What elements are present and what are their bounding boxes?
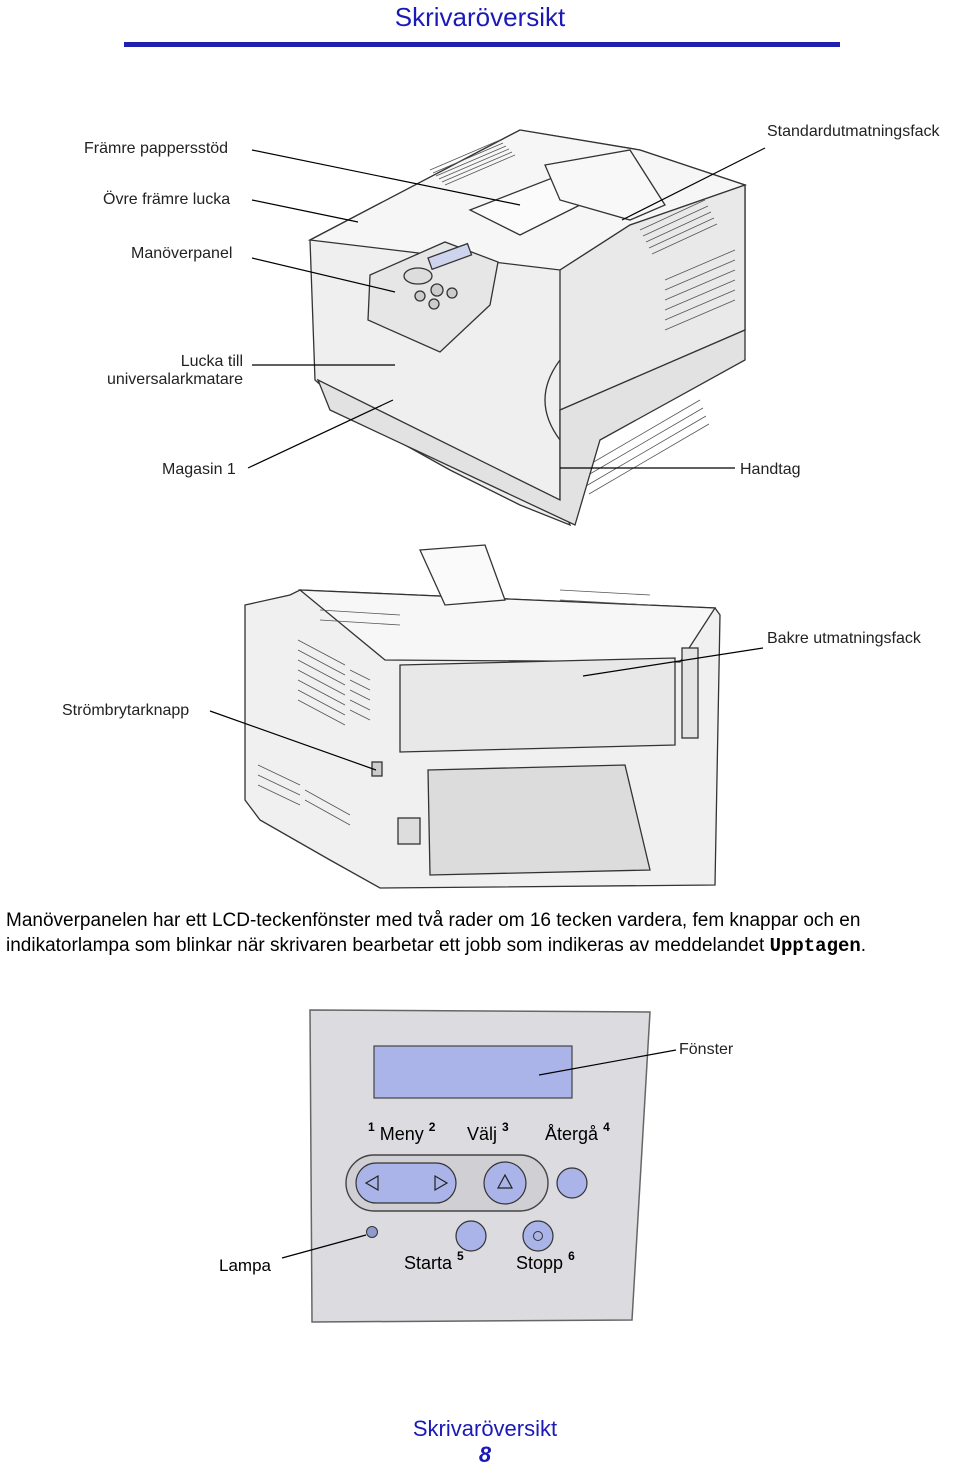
footer-title: Skrivaröversikt — [412, 1416, 558, 1441]
indicator-light — [366, 1226, 378, 1238]
stop-text: Stopp — [516, 1253, 564, 1273]
menu-text: Meny — [379, 1124, 424, 1144]
front-printer-illustration — [307, 129, 748, 527]
label-light: Lampa — [219, 1256, 271, 1275]
label-return-button: Återgå 4 — [545, 1120, 610, 1145]
label-upper-door: Övre främre lucka — [103, 191, 231, 208]
label-handle: Handtag — [740, 461, 801, 478]
label-mpf-door: Lucka till universalarkmatare — [80, 353, 243, 389]
callout-3: 3 — [502, 1120, 509, 1134]
select-triangle-icon — [496, 1173, 514, 1189]
callout-4: 4 — [603, 1120, 610, 1134]
label-paper-support: Främre pappersstöd — [84, 140, 229, 157]
title-rule — [124, 42, 840, 47]
busy-message-code: Upptagen — [769, 935, 861, 957]
menu-right-arrow-icon — [434, 1174, 449, 1192]
return-text: Återgå — [545, 1124, 599, 1144]
control-panel-illustration — [281, 1009, 677, 1323]
menu-left-arrow-icon — [364, 1174, 379, 1192]
page-title: Skrivaröversikt — [394, 2, 566, 32]
callout-1: 1 — [368, 1120, 375, 1134]
callout-2: 2 — [428, 1120, 436, 1134]
label-standard-output: Standardutmatningsfack — [767, 123, 940, 140]
label-mpf-door-line2: universalarkmatare — [106, 371, 243, 388]
lcd-display — [373, 1045, 573, 1099]
return-button — [556, 1167, 588, 1199]
callout-6: 6 — [568, 1249, 575, 1263]
stop-circle-icon — [533, 1231, 543, 1241]
label-tray1: Magasin 1 — [162, 461, 236, 478]
stop-button — [522, 1220, 554, 1252]
description-end: . — [860, 935, 867, 956]
select-button — [483, 1161, 527, 1205]
label-stop-button: Stopp 6 — [516, 1249, 575, 1274]
description-text: Manöverpanelen har ett LCD-teckenfönster… — [6, 910, 861, 956]
label-power-switch: Strömbrytarknapp — [62, 702, 190, 719]
menu-button — [355, 1162, 457, 1204]
description-paragraph: Manöverpanelen har ett LCD-teckenfönster… — [6, 908, 956, 959]
label-select-button: Välj 3 — [467, 1120, 509, 1145]
label-rear-output: Bakre utmatningsfack — [767, 630, 921, 647]
callout-5: 5 — [457, 1249, 464, 1263]
select-text: Välj — [467, 1124, 498, 1144]
go-button — [455, 1220, 487, 1252]
label-go-button: Starta 5 — [404, 1249, 464, 1274]
rear-printer-illustration — [244, 544, 721, 889]
label-menu-button: 1 Meny 2 — [368, 1120, 436, 1145]
page-number: 8 — [478, 1442, 492, 1467]
label-mpf-door-line1: Lucka till — [180, 353, 243, 370]
go-text: Starta — [404, 1253, 453, 1273]
label-operator-panel: Manöverpanel — [131, 245, 233, 262]
label-display: Fönster — [679, 1041, 734, 1058]
